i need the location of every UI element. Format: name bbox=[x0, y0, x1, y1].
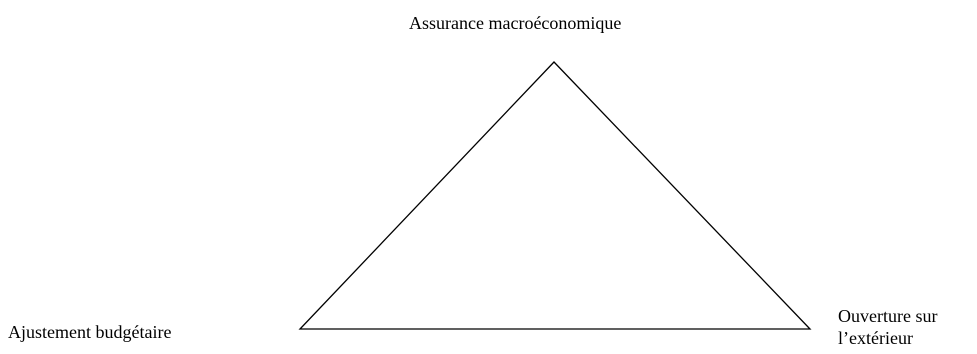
vertex-label-left: Ajustement budgétaire bbox=[8, 322, 172, 342]
vertex-label-right-line2: l’extérieur bbox=[838, 328, 913, 348]
vertex-label-top: Assurance macroéconomique bbox=[409, 13, 622, 33]
vertex-label-right: Ouverture sur l’extérieur bbox=[838, 305, 977, 349]
vertex-label-right-line1: Ouverture sur bbox=[838, 306, 938, 326]
triangle-shape bbox=[298, 61, 812, 330]
